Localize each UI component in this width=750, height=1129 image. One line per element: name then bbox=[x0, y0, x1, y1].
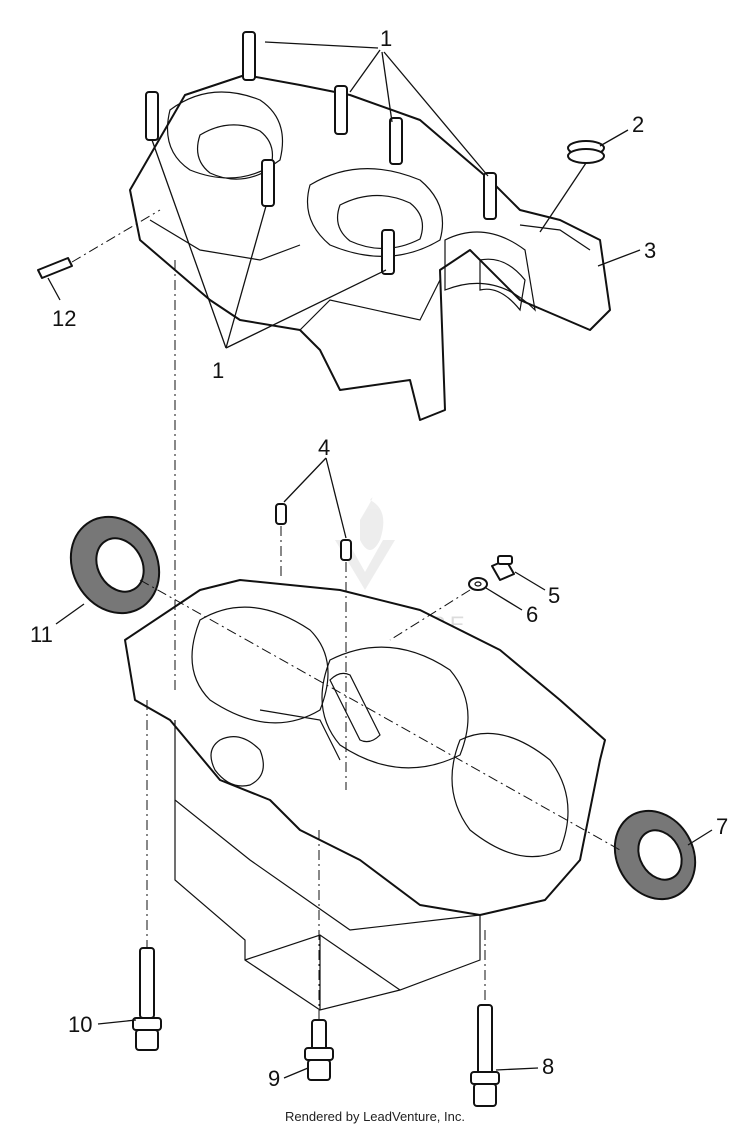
callout-10: 10 bbox=[68, 1012, 92, 1037]
callout-11: 11 bbox=[30, 622, 53, 647]
lower-crankcase bbox=[124, 579, 606, 931]
callout-6: 6 bbox=[526, 602, 538, 627]
dowel-pin bbox=[37, 257, 73, 279]
callout-1-top: 1 bbox=[380, 26, 392, 51]
bolt-8 bbox=[470, 1004, 500, 1107]
oil-seal-right bbox=[613, 809, 697, 901]
callout-7: 7 bbox=[716, 814, 728, 839]
plug-screw bbox=[491, 555, 515, 581]
callout-3: 3 bbox=[644, 238, 656, 263]
leader-lines bbox=[47, 41, 713, 1079]
callout-8: 8 bbox=[542, 1054, 554, 1079]
callout-5: 5 bbox=[548, 583, 560, 608]
callout-2: 2 bbox=[632, 112, 644, 137]
dowel-pins-4 bbox=[275, 503, 352, 561]
callout-4: 4 bbox=[318, 435, 330, 460]
oil-seal-left bbox=[69, 515, 161, 615]
upper-crankcase bbox=[129, 31, 611, 421]
grommet bbox=[567, 140, 605, 164]
callout-1-bottom: 1 bbox=[212, 358, 224, 383]
bolt-9 bbox=[304, 1019, 334, 1081]
callout-9: 9 bbox=[268, 1066, 280, 1091]
footer-credit: Rendered by LeadVenture, Inc. bbox=[285, 1109, 465, 1124]
callout-12: 12 bbox=[52, 306, 76, 331]
bolt-10 bbox=[132, 947, 162, 1051]
sealing-washer bbox=[468, 577, 488, 591]
